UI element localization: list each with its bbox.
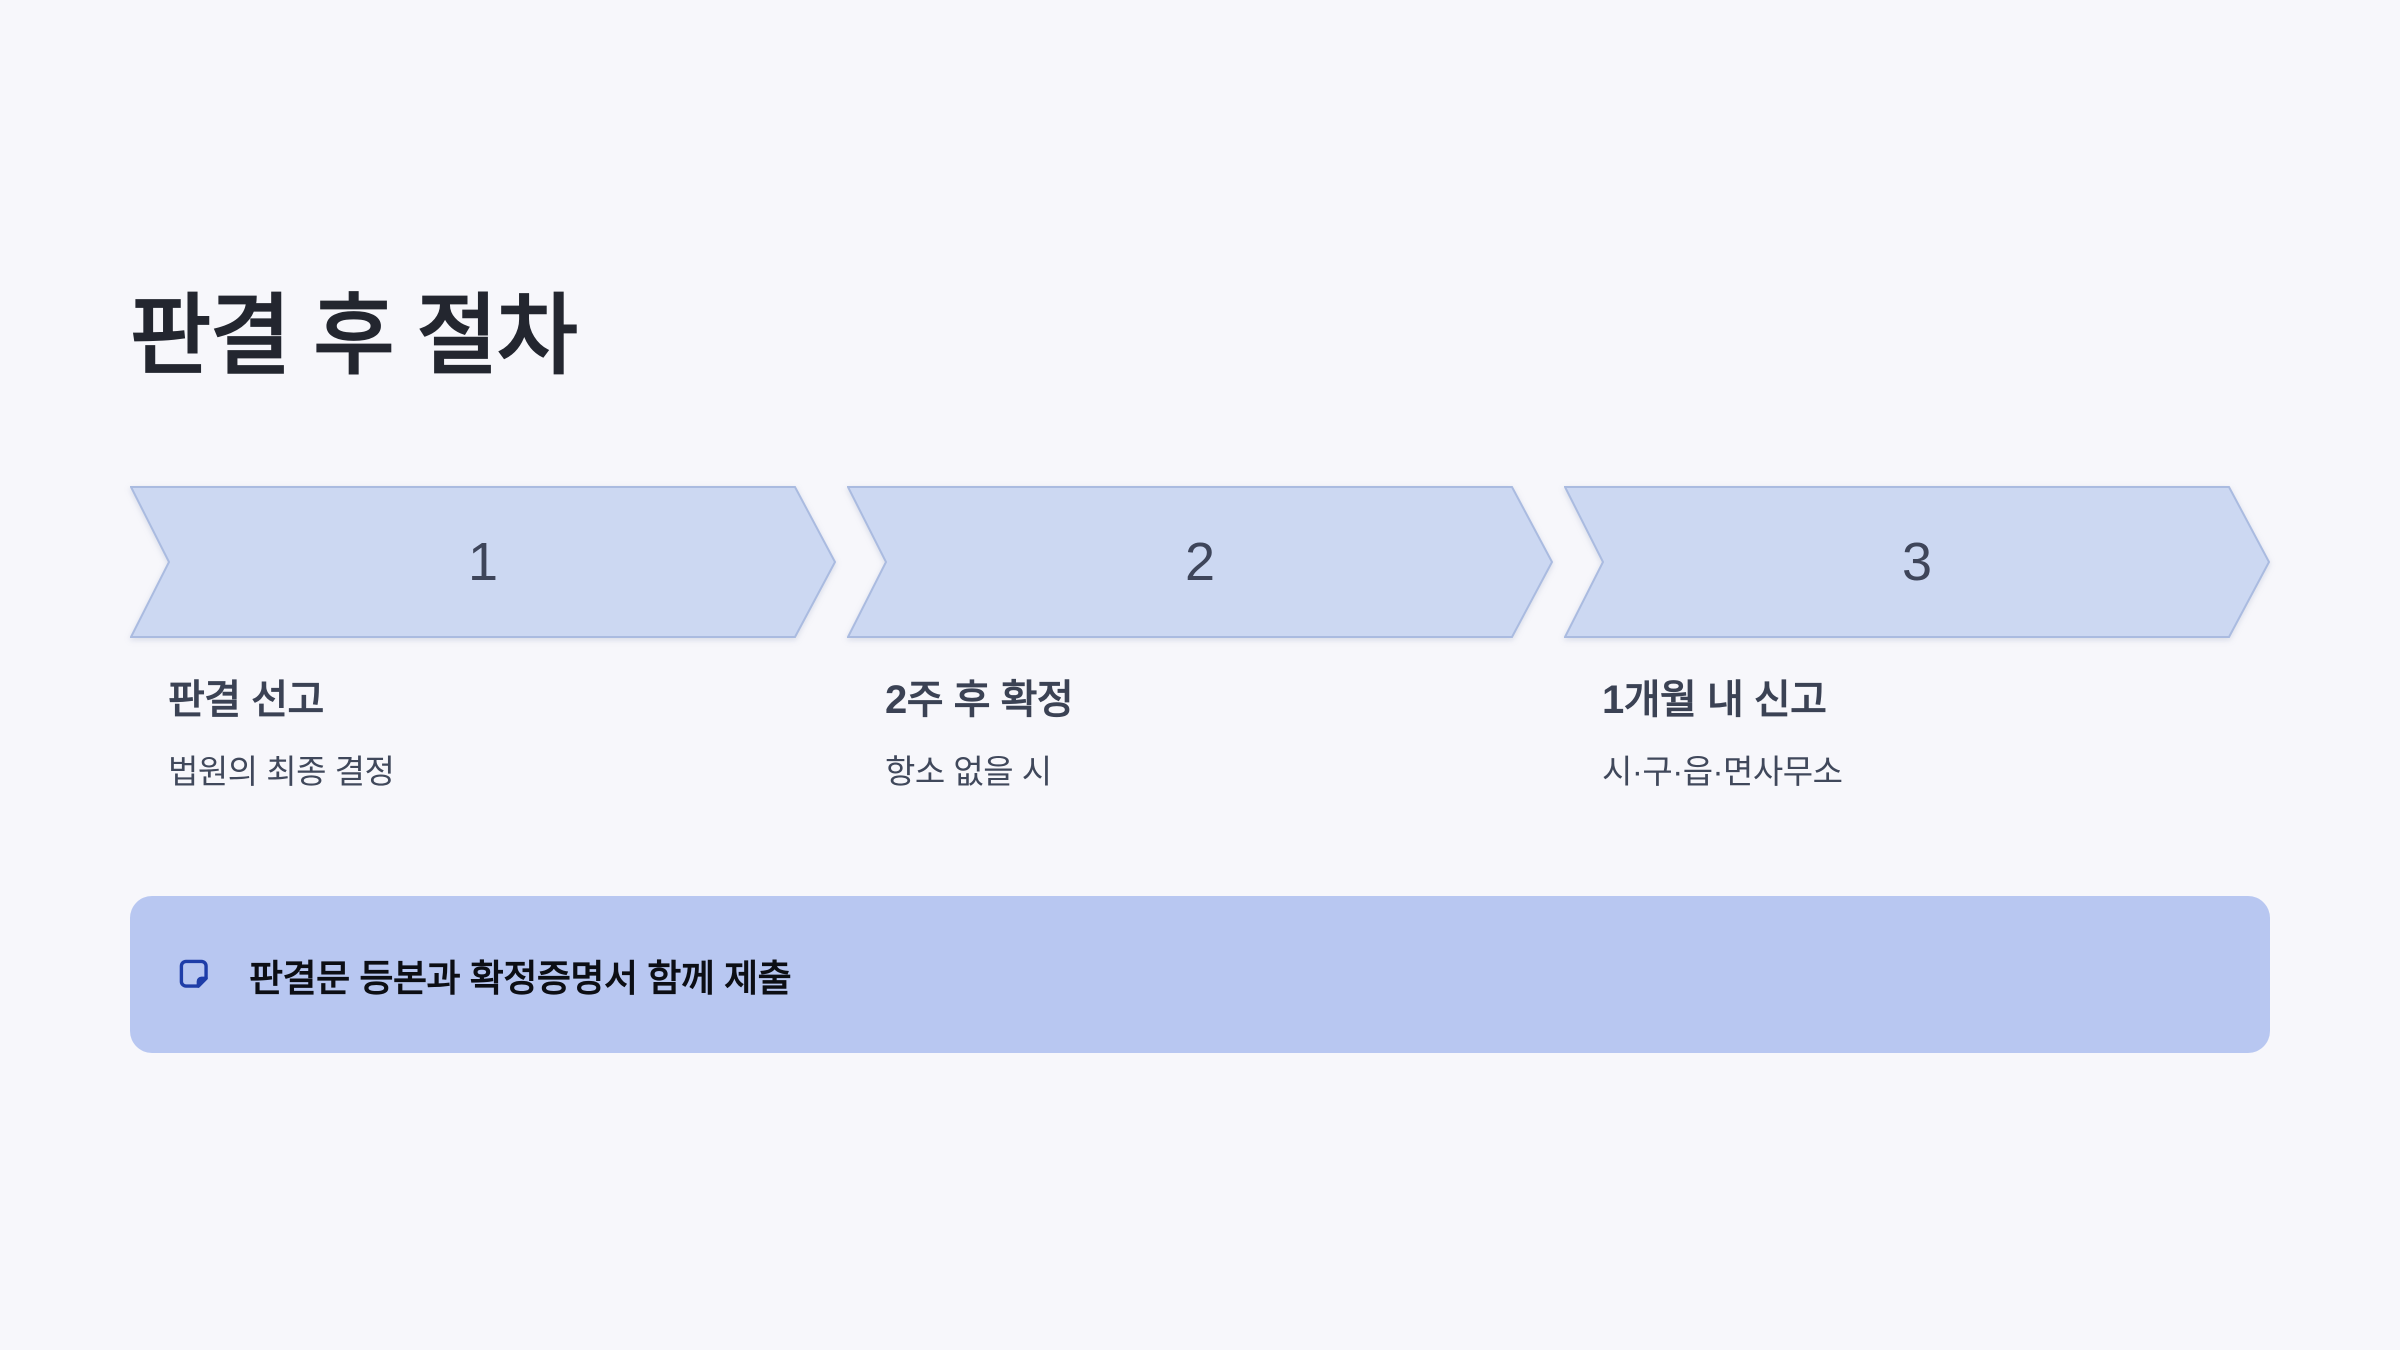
step-heading: 1개월 내 신고 <box>1602 678 1827 722</box>
chevron-step-2: 2 <box>847 486 1553 638</box>
note-callout-box: 판결문 등본과 확정증명서 함께 제출 <box>130 896 2270 1053</box>
chevron-step-3: 3 <box>1564 486 2270 638</box>
page-title: 판결 후 절차 <box>130 286 578 385</box>
chevron-step-1: 1 <box>130 486 836 638</box>
step-subtitle: 시·구·읍·면사무소 <box>1602 753 1843 790</box>
step-heading: 2주 후 확정 <box>885 678 1074 722</box>
step-labels-row: 판결 선고 법원의 최종 결정 2주 후 확정 항소 없을 시 1개월 내 신고… <box>130 676 2270 792</box>
step-number: 2 <box>1184 532 1216 592</box>
process-chevron-row: 1 2 3 <box>130 486 2270 638</box>
chevron-arrow-shape <box>1564 486 2270 638</box>
chevron-arrow-shape <box>130 486 836 638</box>
note-text: 판결문 등본과 확정증명서 함께 제출 <box>249 957 792 999</box>
step-label-1: 판결 선고 법원의 최종 결정 <box>130 676 836 792</box>
step-label-2: 2주 후 확정 항소 없을 시 <box>847 676 1553 792</box>
step-subtitle: 법원의 최종 결정 <box>168 753 395 790</box>
chevron-arrow-shape <box>847 486 1553 638</box>
step-label-3: 1개월 내 신고 시·구·읍·면사무소 <box>1564 676 2270 792</box>
step-subtitle: 항소 없을 시 <box>885 753 1052 790</box>
step-number: 1 <box>467 532 499 592</box>
step-heading: 판결 선고 <box>168 678 324 722</box>
sticky-note-icon <box>179 959 208 988</box>
step-number: 3 <box>1901 532 1933 592</box>
